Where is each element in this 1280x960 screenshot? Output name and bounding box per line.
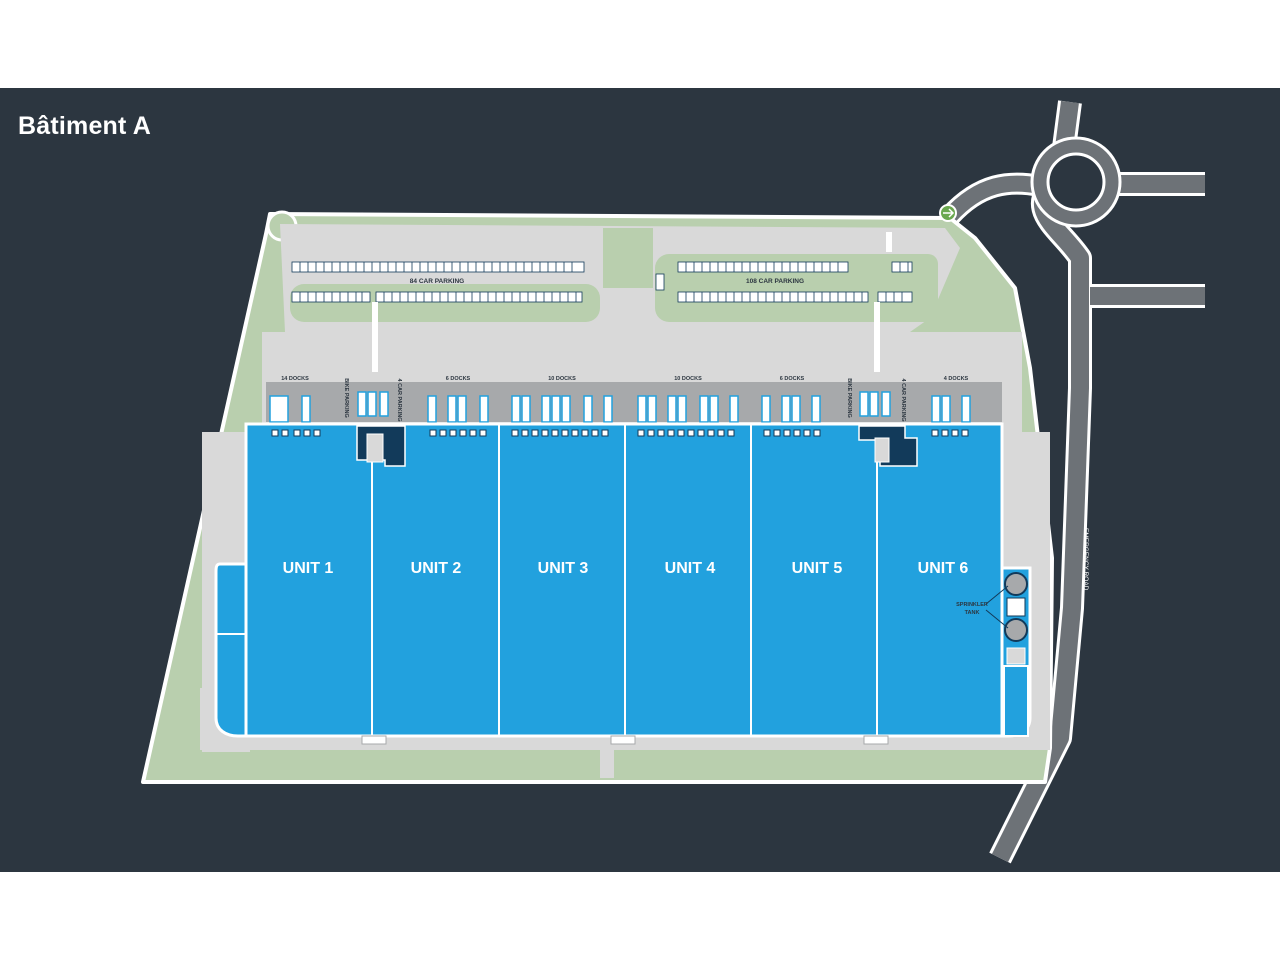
unit-label-5: UNIT 5 (792, 560, 843, 577)
docks-label-unit6: 4 DOCKS (944, 376, 969, 382)
sprinkler-tanks: SPRINKLER TANK (956, 572, 1028, 665)
roundabout (1030, 136, 1122, 228)
parking-stall-dividers (299, 262, 909, 302)
emergency-road-label: EMERGENCY ROAD (1082, 528, 1089, 591)
small-car-parking-right: 4 CAR PARKING (900, 379, 906, 422)
office-blocks (356, 425, 918, 467)
unit-label-4: UNIT 4 (665, 560, 716, 577)
unit-dividers (371, 424, 878, 736)
walkways (372, 232, 892, 372)
docks-label-unit2: 6 DOCKS (446, 376, 471, 382)
dock-labels: 14 DOCKS 6 DOCKS 10 DOCKS 10 DOCKS 6 DOC… (281, 376, 968, 422)
bike-parking-right: BIKE PARKING (846, 378, 852, 418)
exit-markers (361, 735, 889, 745)
sprinkler-tank-label-line1: SPRINKLER (956, 602, 988, 608)
docks-label-unit1: 14 DOCKS (281, 376, 309, 382)
small-car-parking-left: 4 CAR PARKING (396, 379, 402, 422)
unit-labels: UNIT 1 UNIT 2 UNIT 3 UNIT 4 UNIT 5 UNIT … (283, 560, 969, 577)
sprinkler-tank-label-line2: TANK (965, 610, 980, 616)
parking-label-left: 84 CAR PARKING (410, 278, 464, 285)
unit-label-2: UNIT 2 (411, 560, 462, 577)
unit-label-3: UNIT 3 (538, 560, 589, 577)
parking-rows (291, 261, 913, 303)
dock-doors (269, 391, 971, 423)
bike-parking-left: BIKE PARKING (343, 378, 349, 418)
unit-label-1: UNIT 1 (283, 560, 334, 577)
docks-label-unit3: 10 DOCKS (548, 376, 576, 382)
entrance-icon (939, 204, 957, 222)
unit-label-6: UNIT 6 (918, 560, 969, 577)
parking-label-right: 108 CAR PARKING (746, 278, 804, 285)
building-outline (214, 422, 1032, 738)
docks-label-unit5: 6 DOCKS (780, 376, 805, 382)
site-plan-map: EMERGENCY ROAD (141, 100, 1205, 864)
docks-label-unit4: 10 DOCKS (674, 376, 702, 382)
site-plan: EMERGENCY ROAD (0, 88, 1280, 872)
dock-levellers (271, 429, 969, 437)
building-title: Bâtiment A (18, 112, 152, 140)
